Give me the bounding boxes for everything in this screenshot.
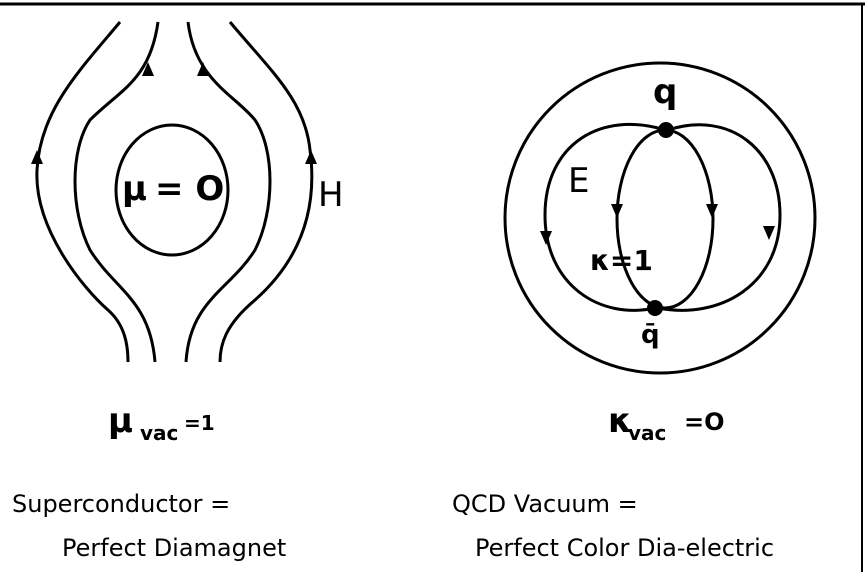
left-vacuum-subscript: vac	[140, 421, 178, 445]
right-vacuum-value: =O	[684, 408, 725, 436]
inner-kappa-label: κ=1	[590, 244, 653, 277]
arrow-down-icon	[611, 204, 623, 218]
hadron-bag	[617, 130, 713, 308]
field-arrows-right	[540, 204, 775, 245]
inner-mu-value: = O	[155, 169, 224, 209]
left-caption-line2: Perfect Diamagnet	[62, 534, 286, 562]
field-line-outer-left	[37, 22, 128, 362]
field-label-H: H	[318, 175, 344, 215]
arrow-down-icon	[763, 226, 775, 240]
left-caption-line1: Superconductor =	[12, 490, 230, 518]
right-caption-line2: Perfect Color Dia-electric	[475, 534, 774, 562]
field-line-right-lobe	[658, 125, 780, 310]
arrow-down-icon	[540, 231, 552, 245]
arrow-down-icon	[706, 204, 718, 218]
left-vacuum-symbol: μ	[108, 401, 133, 441]
field-line-left-lobe	[545, 124, 665, 310]
field-label-E: E	[568, 161, 589, 201]
arrow-up-icon	[197, 62, 209, 76]
arrow-up-icon	[31, 150, 43, 164]
arrow-up-icon	[305, 150, 317, 164]
field-line-outer-right	[220, 22, 312, 362]
quark-dot	[658, 122, 674, 138]
antiquark-dot	[647, 300, 663, 316]
inner-mu-symbol: μ	[122, 169, 147, 209]
right-vacuum-subscript: vac	[628, 421, 666, 445]
quark-label: q	[653, 72, 677, 112]
right-caption-line1: QCD Vacuum =	[452, 490, 638, 518]
antiquark-label: q̄	[641, 320, 660, 350]
left-vacuum-value: =1	[184, 411, 215, 435]
